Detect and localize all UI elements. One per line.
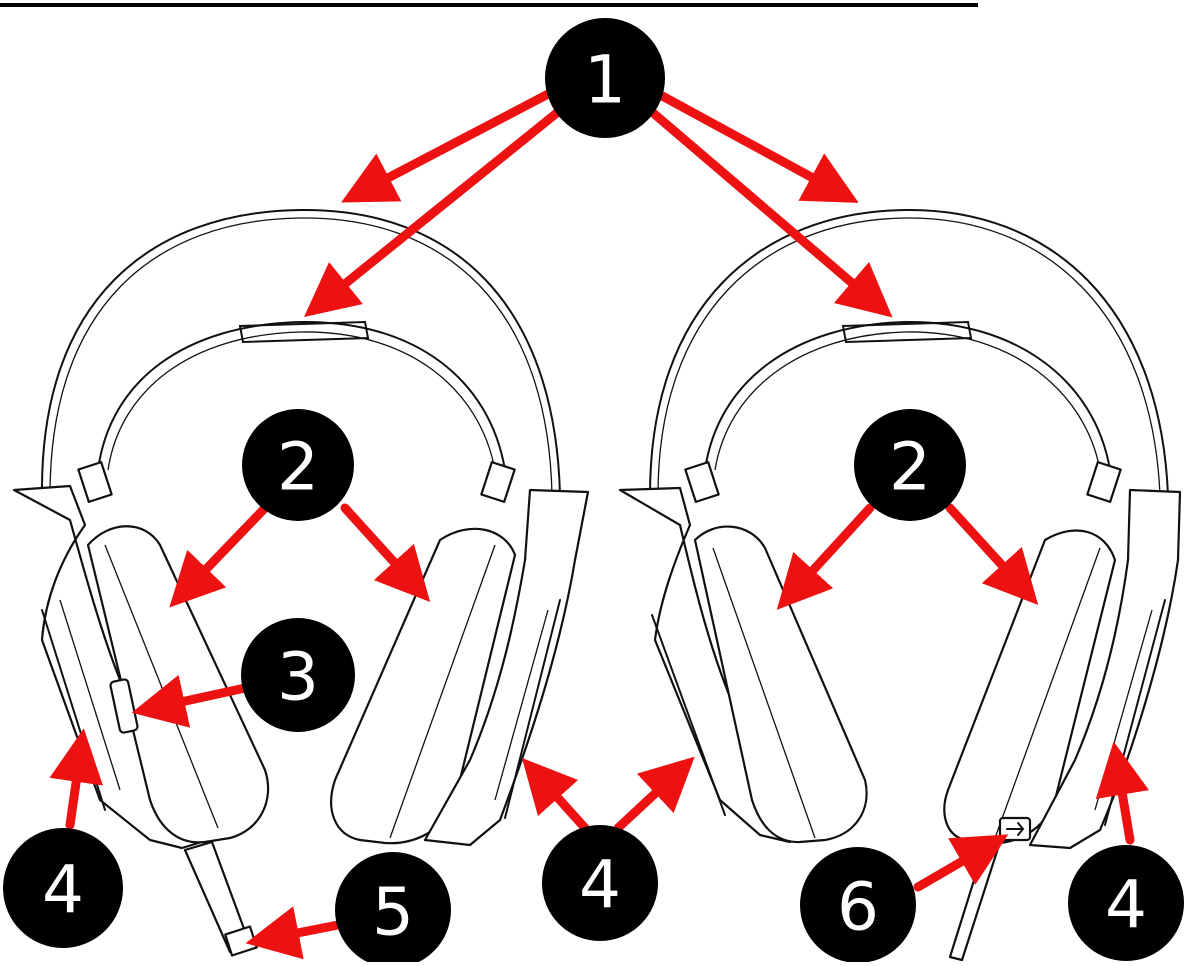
arrow-3 — [131, 674, 250, 728]
callout-4-far-left-label: 4 — [42, 852, 84, 929]
arrow-1-outer-left — [341, 87, 557, 203]
callout-1: 1 — [545, 18, 665, 138]
callout-4-far-right: 4 — [1068, 845, 1184, 961]
arrow-2-right-a — [776, 503, 875, 610]
earcup-housing-right-b — [1028, 488, 1182, 850]
headset-left — [12, 208, 590, 957]
callout-2-right: 2 — [854, 409, 966, 521]
callout-2-right-label: 2 — [889, 429, 931, 506]
callout-3: 3 — [241, 618, 355, 732]
arrow-6 — [913, 834, 1009, 892]
arrow-4-far-left — [49, 728, 103, 830]
arrow-2-left-a — [169, 503, 270, 608]
callout-5: 5 — [335, 852, 451, 966]
callout-4-middle-label: 4 — [579, 847, 621, 924]
headband-outer-left — [40, 208, 561, 496]
earcup-housing-left-b — [423, 488, 590, 847]
arrow-5 — [245, 906, 343, 960]
arrow-2-right-b — [945, 503, 1039, 605]
arrow-1-inner-right — [647, 107, 893, 318]
headset-right — [618, 208, 1182, 962]
headband-outer-right — [649, 208, 1169, 496]
arrow-1-inner-left — [303, 107, 563, 317]
arrow-1-outer-right — [650, 87, 859, 203]
callout-6: 6 — [800, 847, 916, 963]
callout-4-far-right-label: 4 — [1105, 867, 1147, 944]
callout-3-label: 3 — [277, 639, 319, 716]
callout-6-label: 6 — [837, 869, 879, 946]
callout-4-far-left: 4 — [3, 828, 123, 948]
arrow-2-left-b — [340, 503, 431, 603]
arrow-4-far-right — [1095, 741, 1150, 845]
arrow-4-mid-b — [613, 756, 695, 833]
headband-inner-right — [704, 320, 1111, 471]
earcup-cushion-right-a — [693, 525, 868, 844]
callout-5-label: 5 — [372, 874, 414, 951]
arrow-4-mid-a — [521, 757, 590, 833]
callout-4-middle: 4 — [542, 825, 658, 941]
callout-2-left-label: 2 — [277, 429, 319, 506]
callout-1-label: 1 — [584, 42, 626, 119]
callout-2-left: 2 — [242, 409, 354, 521]
headband-inner-left — [97, 320, 506, 471]
arrows — [49, 87, 1150, 960]
